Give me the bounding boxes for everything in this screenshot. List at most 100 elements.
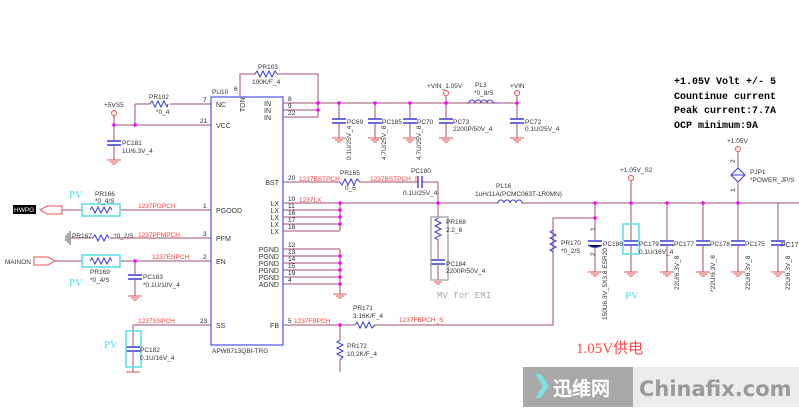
ground-icons [65,137,785,373]
resistor-pr102 [149,99,169,109]
value: 0.1U/25V_4 [403,190,438,197]
capacitors [107,118,785,352]
pin-num: 1 [730,188,737,192]
pin-num: 3 [203,231,207,238]
rail-terminal-icon [443,90,449,96]
watermark-cn: 迅维网 [553,377,610,400]
ref: PR166 [95,191,115,198]
net-label: 1237LX [299,197,322,204]
ref: PL3 [475,82,487,89]
component-labels: PR103 100K/F_4 PR102 *0_4 PC181 1U/6.3V_… [72,64,799,362]
value: 4.7U/25V_8 [381,125,388,160]
pin-num: 21 [200,118,208,125]
ref: PR172 [347,343,367,350]
pin-name: LX [270,229,279,236]
pin-name: LX [270,201,279,208]
pin-num: 2 [730,159,737,163]
note-line: Countinue current [674,91,776,103]
pin-name: VCC [216,123,231,130]
pin-name: NC [216,102,226,109]
watermark: 迅维网 Chinafix.com [523,367,799,407]
ref: PC178 [710,241,730,248]
pin-num: 23 [200,318,208,325]
note-line: Peak current:7.7A [674,105,776,117]
port-arrow-icon [38,205,63,215]
pin-num: 20 [288,175,296,182]
section-title: 1.05V供电 [576,340,643,357]
value: 22U/6.3V_8 [785,255,792,290]
pin-name: IN [264,101,271,108]
pin-num: 13 [288,249,296,256]
rail-vin105: +VIN_1.05V [427,83,463,90]
resistor-pr172 [335,339,345,361]
net-label: 1237FBPCH_S [399,317,444,324]
value: 0.1U/16V_4 [639,249,674,256]
value: *0_4 [156,109,170,116]
net-label: 1237BSTPCH [299,176,340,183]
pin-num: 17 [288,217,296,224]
power-rails: +5VS5 +VIN_1.05V +VIN +1.05V_S2 +1.05V [104,83,748,183]
ref: PC72 [525,119,542,126]
resistor-pr169 [89,256,113,266]
pin-name: IN [264,115,271,122]
value: 4.7U/25V_8 [416,125,423,160]
port-hwpg: HWPG [14,207,34,214]
value: *0_4/S [95,198,115,205]
chip-ref: PU10 [212,89,229,96]
ref: PJP1 [750,169,766,176]
rail-terminal-icon [111,110,117,116]
pin-name: TON [240,97,247,112]
pin-name: PGND [259,247,279,254]
resistor-pr171 [354,320,376,330]
net-label: 1237PGPCH [138,203,176,210]
ref: PC73 [453,119,470,126]
pin-num: 1 [203,203,207,210]
pin-name: IN [264,108,271,115]
value: 150U6.3V_5X3.8 ESR20 [602,248,609,320]
chevron-logo-icon [535,374,549,398]
value: *0_8/S [474,90,494,97]
pin-name: SS [216,323,226,330]
ref: PR102 [149,94,169,101]
value: 22U/6.3V_8 [745,255,752,290]
resistor-pr168 [433,217,443,241]
note-line: +1.05V Volt +/- 5 [674,76,776,88]
pin-num: 16 [288,210,296,217]
net-label: 1237BSTPCH_S [370,176,419,183]
pin-name: PGND [259,268,279,275]
value: 0.1U/25V_4 [525,126,560,133]
watermark-en: Chinafix.com [639,377,792,401]
pv-label: PV [69,278,83,289]
net-label: 1237PFMPCH [138,232,180,239]
pin-name: LX [270,208,279,215]
resistor-pr167 [92,233,110,243]
pin-num: 18 [288,224,296,231]
ref: PC179 [639,241,659,248]
ref: PC182 [140,347,160,354]
chip-part: APW8713QBI-TRG [212,348,268,355]
ref: PR165 [340,170,360,177]
rail-105v-s2: +1.05V_S2 [620,167,653,174]
pin-num: 5 [288,318,292,325]
ref: PC17 [781,242,799,249]
emi-note: MV for EMI [437,291,491,301]
ref: PC181 [122,140,142,147]
pin-name: FB [270,323,279,330]
pin-num: 14 [288,256,296,263]
inductor-pl16 [497,199,524,204]
pv-boxes [81,203,640,368]
net-labels: 1237PGPCH 1237PFMPCH 1237ENPCH 1237SSPCH… [138,176,444,325]
pin-num: 10 [288,196,296,203]
emi-box [430,216,449,281]
pin-num: 15 [288,263,296,270]
ref: PR170 [561,240,581,247]
value: 0.1U/25V_4 [346,125,353,160]
rail-terminal-icon [628,175,634,181]
resistor-pr170 [548,229,558,253]
ref: PR168 [446,219,466,226]
pv-label: PV [104,340,118,351]
value: 2200P/50V_4 [453,126,493,133]
pin-name: LX [270,215,279,222]
resistor-pr103 [254,69,278,79]
